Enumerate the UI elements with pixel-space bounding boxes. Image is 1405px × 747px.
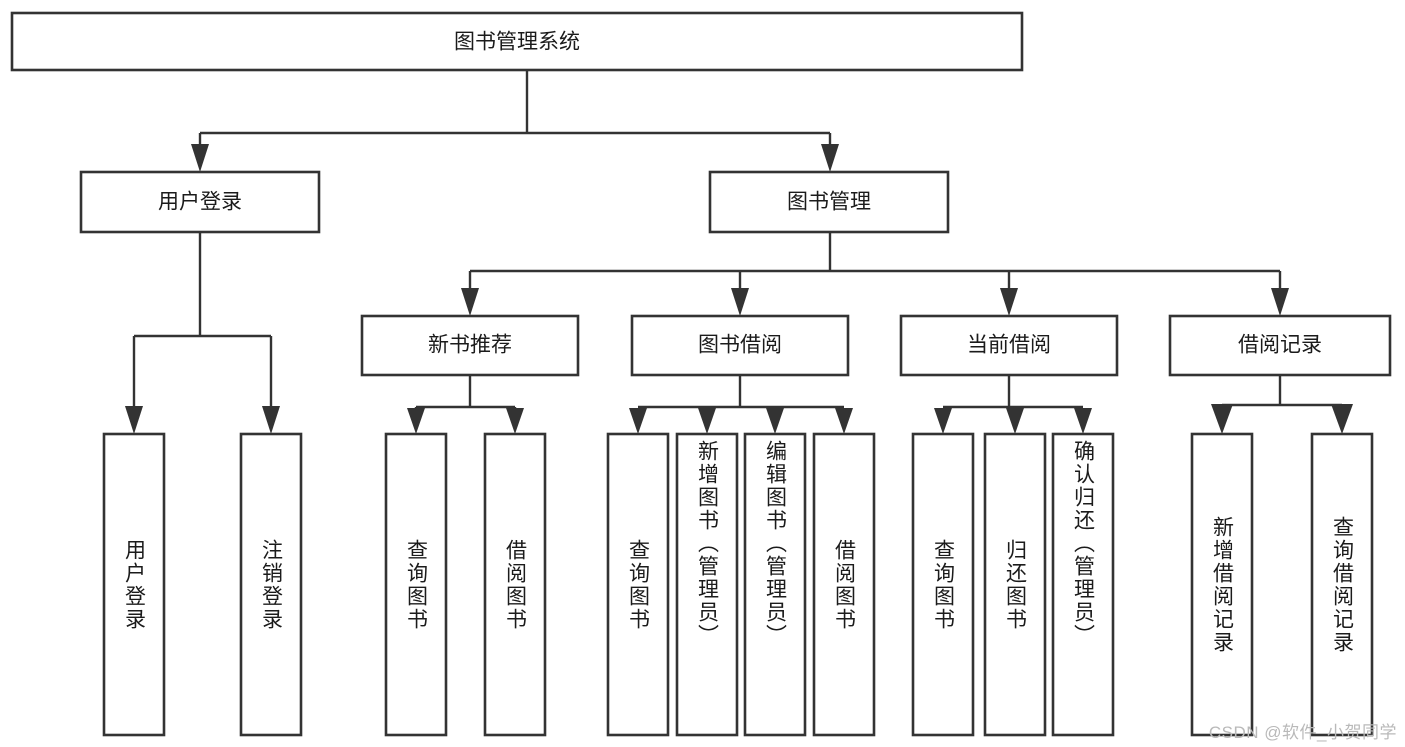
arrow-head-leaf-query-record <box>1331 404 1353 434</box>
node-current-borrow-label: 当前借阅 <box>967 334 1051 357</box>
connector-layer <box>125 70 1353 434</box>
node-book-borrow-label: 图书借阅 <box>698 334 782 357</box>
node-new-book-rec-box[interactable] <box>360 314 580 377</box>
node-leaf-query-book-3-box[interactable] <box>911 432 975 737</box>
node-leaf-query-book-1-box[interactable] <box>384 432 448 737</box>
node-book-manage-label: 图书管理 <box>787 191 871 214</box>
node-leaf-query-book-2-box[interactable] <box>606 432 670 737</box>
arrow-head-leaf-query-book-1 <box>407 408 425 434</box>
node-user-login-box[interactable] <box>79 170 321 234</box>
csdn-watermark: CSDN @软件_小贺同学 <box>1208 723 1397 742</box>
arrow-head-book-borrow <box>731 288 749 316</box>
node-leaf-user-login-box[interactable] <box>102 432 166 737</box>
node-leaf-borrow-book-2-box[interactable] <box>812 432 876 737</box>
node-leaf-query-record-box[interactable] <box>1310 432 1374 737</box>
node-book-manage[interactable]: 图书管理 <box>708 170 950 234</box>
arrow-head-new-book-rec <box>461 288 479 316</box>
arrow-head-leaf-add-record <box>1211 404 1233 434</box>
arrow-head-leaf-query-book-2 <box>629 408 647 434</box>
node-user-login[interactable]: 用户登录 <box>79 170 321 234</box>
node-leaf-logout-box[interactable] <box>239 432 303 737</box>
arrow-head-borrow-record <box>1271 288 1289 316</box>
arrow-head-leaf-return-book <box>1006 408 1024 434</box>
node-layer: 图书管理系统 用户登录 图书管理 新书推荐 图书借阅 当前 <box>10 11 1392 737</box>
arrow-head-user-login <box>191 144 209 172</box>
node-root-box[interactable] <box>10 11 1024 72</box>
arrow-head-leaf-user-login <box>125 406 143 434</box>
node-current-borrow-box[interactable] <box>899 314 1119 377</box>
arrow-head-current-borrow <box>1000 288 1018 316</box>
node-leaf-add-record-box[interactable] <box>1190 432 1254 737</box>
node-book-manage-box[interactable] <box>708 170 950 234</box>
arrow-head-leaf-add-book <box>698 408 716 434</box>
node-leaf-add-book-box[interactable] <box>675 432 739 737</box>
node-new-book-rec[interactable]: 新书推荐 <box>360 314 580 377</box>
node-leaf-borrow-book-1-box[interactable] <box>483 432 547 737</box>
node-leaf-confirm-return-box[interactable] <box>1051 432 1115 737</box>
node-current-borrow[interactable]: 当前借阅 <box>899 314 1119 377</box>
node-root-label: 图书管理系统 <box>454 31 580 54</box>
node-borrow-record-label: 借阅记录 <box>1238 334 1322 357</box>
node-new-book-rec-label: 新书推荐 <box>428 334 512 357</box>
node-borrow-record-box[interactable] <box>1168 314 1392 377</box>
node-leaf-return-book-box[interactable] <box>983 432 1047 737</box>
node-user-login-label: 用户登录 <box>158 191 242 214</box>
arrow-head-leaf-edit-book <box>766 408 784 434</box>
arrow-head-book-manage <box>821 144 839 172</box>
node-leaf-edit-book-box[interactable] <box>743 432 807 737</box>
arrow-head-leaf-confirm-return <box>1074 408 1092 434</box>
arrow-head-leaf-query-book-3 <box>934 408 952 434</box>
arrow-head-leaf-logout <box>262 406 280 434</box>
arrow-head-leaf-borrow-book-2 <box>835 408 853 434</box>
node-borrow-record[interactable]: 借阅记录 <box>1168 314 1392 377</box>
arrow-head-leaf-borrow-book-1 <box>506 408 524 434</box>
node-root[interactable]: 图书管理系统 <box>10 11 1024 72</box>
node-book-borrow-box[interactable] <box>630 314 850 377</box>
node-book-borrow[interactable]: 图书借阅 <box>630 314 850 377</box>
